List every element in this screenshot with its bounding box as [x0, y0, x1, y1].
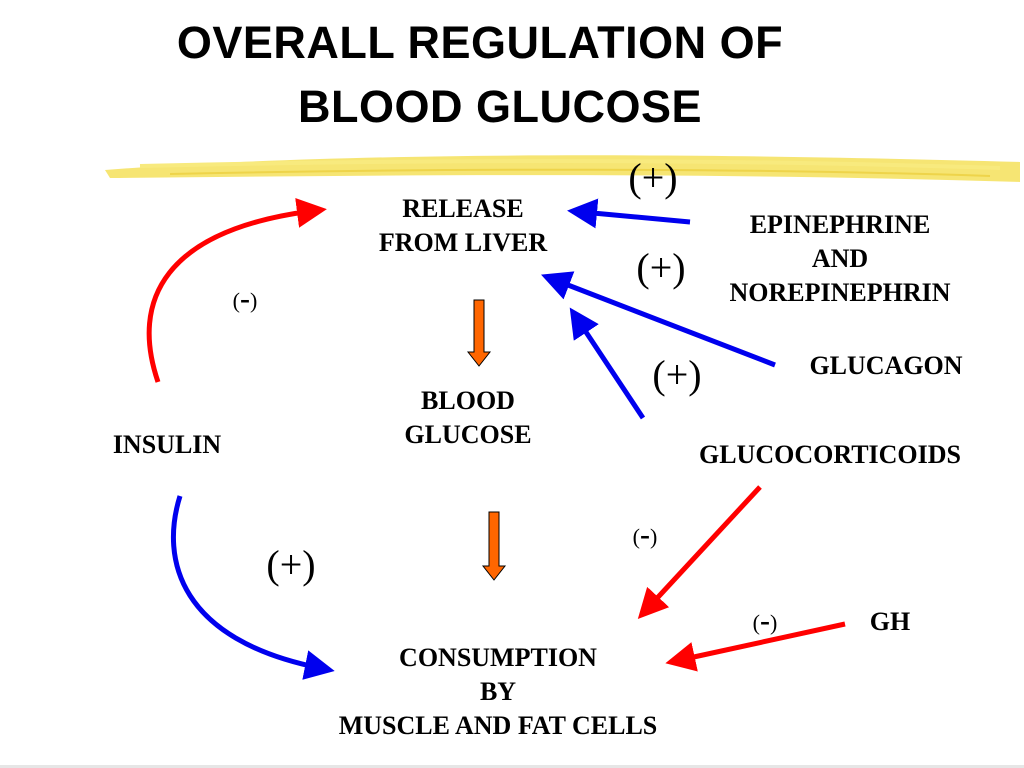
node-gh: GH — [869, 607, 911, 636]
sign-insulin-inhibits-release: (-) — [232, 282, 258, 315]
flow-arrow-blood-to-consumption — [481, 511, 507, 581]
node-blood-line1: BLOOD — [421, 386, 515, 415]
arrow-insulin-to-consumption — [170, 495, 335, 680]
node-consumption: CONSUMPTION BY MUSCLE AND FAT CELLS — [270, 641, 726, 743]
node-insulin: INSULIN — [112, 430, 222, 459]
flow-arrow-release-to-blood — [466, 299, 492, 367]
node-consumption-line2: BY — [479, 677, 517, 706]
node-epi-line3: NOREPINEPHRIN — [729, 278, 951, 307]
arrow-glucocorticoids-to-consumption — [637, 485, 762, 620]
node-epi-line2: AND — [811, 244, 869, 273]
node-glucocorticoids: GLUCOCORTICOIDS — [698, 440, 962, 469]
node-consumption-line1: CONSUMPTION — [399, 643, 597, 672]
arrow-insulin-to-release — [146, 198, 327, 383]
title-underline-highlight — [105, 155, 1020, 182]
arrow-gh-to-consumption — [665, 621, 846, 672]
sign-glucocorticoids-inhibit-consumption: (-) — [632, 518, 658, 551]
node-epinephrine: EPINEPHRINE AND NOREPINEPHRIN — [688, 208, 992, 310]
arrow-glucagon-to-release — [541, 271, 776, 368]
arrow-glucocorticoids-to-release — [569, 307, 646, 420]
bottom-divider — [0, 765, 1024, 768]
page-title-line1: OVERALL REGULATION OF — [176, 17, 784, 68]
sign-glucocorticoids-stimulate-release: (+) — [652, 352, 702, 397]
node-consumption-line3: MUSCLE AND FAT CELLS — [338, 711, 658, 740]
node-release-from-liver: RELEASE FROM LIVER — [340, 192, 586, 260]
node-blood-glucose: BLOOD GLUCOSE — [368, 384, 568, 452]
arrow-epinephrine-to-release — [567, 198, 691, 229]
node-blood-line2: GLUCOSE — [404, 420, 532, 449]
node-release-line1: RELEASE — [402, 194, 524, 223]
node-release-line2: FROM LIVER — [378, 228, 548, 257]
sign-glucagon-stimulates: (+) — [636, 245, 686, 290]
sign-insulin-stimulates-consumption: (+) — [266, 542, 316, 587]
page-title-line2: BLOOD GLUCOSE — [297, 81, 702, 132]
node-glucagon: GLUCAGON — [809, 351, 963, 380]
node-epi-line1: EPINEPHRINE — [749, 210, 931, 239]
sign-gh-inhibits-consumption: (-) — [752, 604, 778, 637]
sign-epinephrine-stimulates: (+) — [628, 155, 678, 200]
